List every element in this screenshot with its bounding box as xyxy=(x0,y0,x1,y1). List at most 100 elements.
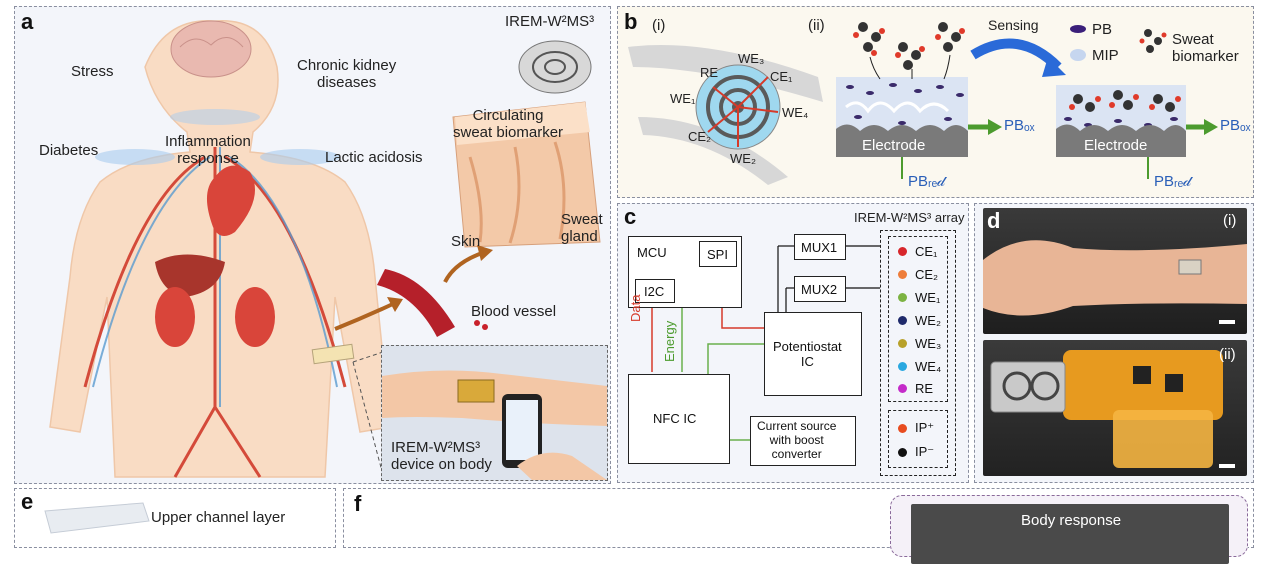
ip-minus-dot xyxy=(898,447,907,457)
mux2-box: MUX2 xyxy=(794,276,846,302)
current-source-box: Current source with boost converter xyxy=(750,416,856,466)
electrode-strip xyxy=(990,361,1066,413)
array-item-label: CE₂ xyxy=(915,267,939,282)
heart-shape xyxy=(206,165,255,236)
label-blood-vessel: Blood vessel xyxy=(471,303,557,320)
ce2-dot xyxy=(898,270,907,279)
device-patch xyxy=(457,379,495,403)
array-item-label: WE₂ xyxy=(915,313,941,328)
body-response-photo: Body response xyxy=(911,504,1229,564)
panel-a: a xyxy=(14,6,611,484)
pb-red-2: PBᵣₑ𝒹 xyxy=(1154,173,1191,190)
i2c-label: I2C xyxy=(644,284,665,299)
liver-shape xyxy=(155,254,225,297)
patch-on-arm xyxy=(1178,259,1202,275)
label-sweat-gland: Sweat gland xyxy=(561,211,603,245)
mux2-label: MUX2 xyxy=(801,282,838,297)
ip-label: IP⁻ xyxy=(915,444,935,459)
panel-d-label: d xyxy=(987,208,1001,233)
panel-c: c IREM-W²MS³ array MCU SPI I2C MU xyxy=(617,203,969,483)
kidney-right xyxy=(235,287,275,347)
mux1-label: MUX1 xyxy=(801,240,838,255)
nfc-label: NFC IC xyxy=(653,411,697,426)
biomarker-legend-icon xyxy=(1144,29,1162,53)
panel-a-label: a xyxy=(21,9,34,34)
mip-legend-icon xyxy=(1070,49,1086,61)
bandage xyxy=(311,343,355,365)
i2c-box: I2C xyxy=(635,279,675,303)
brain-shape xyxy=(170,20,252,78)
re-dot xyxy=(898,384,907,393)
energy-label: Energy xyxy=(662,320,677,362)
nfc-box: NFC IC xyxy=(628,374,730,464)
label-diabetes: Diabetes xyxy=(39,142,99,159)
pb-legend-icon xyxy=(1070,25,1086,33)
electrode-label-ce2: CE₂ xyxy=(688,129,712,144)
electrode-label-we3: WE₃ xyxy=(738,51,765,66)
spi-label: SPI xyxy=(707,247,728,262)
electrode-text-2: Electrode xyxy=(1084,137,1148,154)
label-ckd: Chronic kidney diseases xyxy=(297,57,397,91)
potentiostat-box: Potentiostat IC xyxy=(764,312,862,396)
electrode-text-1: Electrode xyxy=(862,137,926,154)
panel-b-sub-ii: (ii) xyxy=(808,17,825,34)
electrode-label-we1: WE₁ xyxy=(670,91,696,106)
panel-e-label: e xyxy=(21,489,34,514)
body-illustration xyxy=(49,19,601,478)
electrode-label-ce1: CE₁ xyxy=(770,69,793,84)
electrode-array-inner xyxy=(888,236,948,402)
array-item-ce1: CE₁ xyxy=(898,244,937,259)
mux1-box: MUX1 xyxy=(794,234,846,260)
array-item-label: WE₄ xyxy=(915,359,942,374)
panel-b-label: b xyxy=(624,9,638,34)
array-item-ce2: CE₂ xyxy=(898,267,938,282)
mcu-box: MCU SPI I2C xyxy=(628,236,742,308)
panel-f-label: f xyxy=(354,491,362,516)
panel-c-label: c xyxy=(624,204,637,229)
we2-dot xyxy=(898,316,907,325)
device-top-illustration xyxy=(518,40,592,94)
label-device-body: IREM-W²MS³ device on body xyxy=(391,439,492,473)
current-source-label: Current source with boost converter xyxy=(757,419,837,461)
we3-dot xyxy=(898,339,907,348)
electrode-sensor-illustration xyxy=(628,45,823,185)
upper-channel-label: Upper channel layer xyxy=(151,509,286,526)
label-lactic: Lactic acidosis xyxy=(325,149,423,166)
array-item-we4: WE₄ xyxy=(898,359,941,374)
label-device-top: IREM-W²MS³ xyxy=(505,13,595,30)
pb-red-1: PBᵣₑ𝒹 xyxy=(908,173,945,190)
kidney-left xyxy=(155,287,195,347)
array-item-label: WE₃ xyxy=(915,336,942,351)
array-item-label: WE₁ xyxy=(915,290,941,305)
legend-pb: PB xyxy=(1092,21,1113,38)
electrode-label-we4: WE₄ xyxy=(782,105,809,120)
ip-plus: IP⁺ xyxy=(898,420,934,436)
array-item-re: RE xyxy=(898,381,933,396)
pb-ox-1: PBₒₓ xyxy=(1004,117,1035,134)
body-inset xyxy=(381,345,608,481)
panel-d: d (i) (ii) xyxy=(974,203,1254,483)
mcu-label: MCU xyxy=(637,245,667,260)
electrode-label-we2: WE₂ xyxy=(730,151,756,166)
array-title: IREM-W²MS³ array xyxy=(854,210,965,225)
label-stress: Stress xyxy=(71,63,114,80)
coil-antenna xyxy=(1113,410,1213,468)
we1-dot xyxy=(898,293,907,302)
body-response-box: Body response xyxy=(890,495,1248,564)
ip-label: IP⁺ xyxy=(915,420,935,435)
panel-b: b (i) (ii) WE₃ RE CE₁ WE₁ WE₄ CE₂ WE₂ xyxy=(617,6,1254,198)
label-skin: Skin xyxy=(451,233,481,250)
ip-minus: IP⁻ xyxy=(898,444,934,460)
panel-d-sub-i: (i) xyxy=(1223,212,1237,229)
data-label: Data xyxy=(628,294,643,322)
electrode-label-re: RE xyxy=(700,65,719,80)
panel-e: e Upper channel layer xyxy=(14,488,336,548)
panel-d-sub-ii: (ii) xyxy=(1219,346,1236,363)
pcb-board xyxy=(1063,350,1223,420)
channel-layer-shape xyxy=(44,502,150,534)
legend-mip: MIP xyxy=(1092,47,1119,64)
ce1-dot xyxy=(898,247,907,256)
potentiostat-label: Potentiostat IC xyxy=(773,339,842,369)
pb-ox-2: PBₒₓ xyxy=(1220,117,1251,134)
array-item-label: RE xyxy=(915,381,934,396)
